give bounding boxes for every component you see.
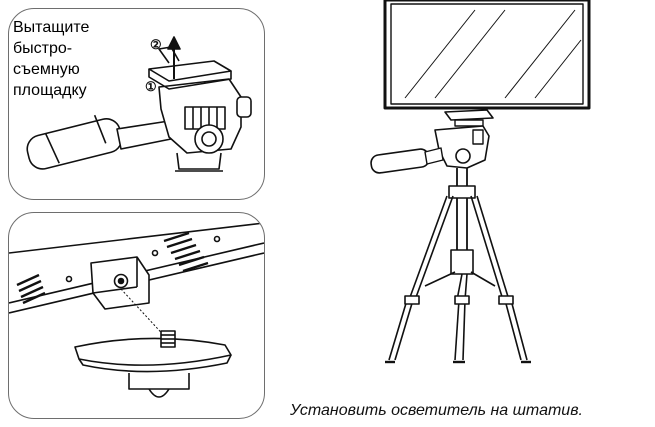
- tripod-head-illustration: [26, 36, 252, 172]
- caption-text: Установить осветитель на штатив.: [290, 402, 583, 419]
- step-marker-1: ①: [145, 79, 157, 94]
- tripod-light-illustration: [370, 0, 591, 364]
- tripod-scene: [355, 0, 655, 395]
- step-marker-2: ②: [150, 37, 162, 52]
- panel-remove-plate: Вытащите быстро- съемную площадку ② ①: [8, 8, 265, 200]
- panel-attach-plate: [8, 212, 265, 419]
- instruction-text: Вытащите быстро- съемную площадку: [13, 19, 90, 99]
- mount-plate-illustration: [9, 222, 264, 398]
